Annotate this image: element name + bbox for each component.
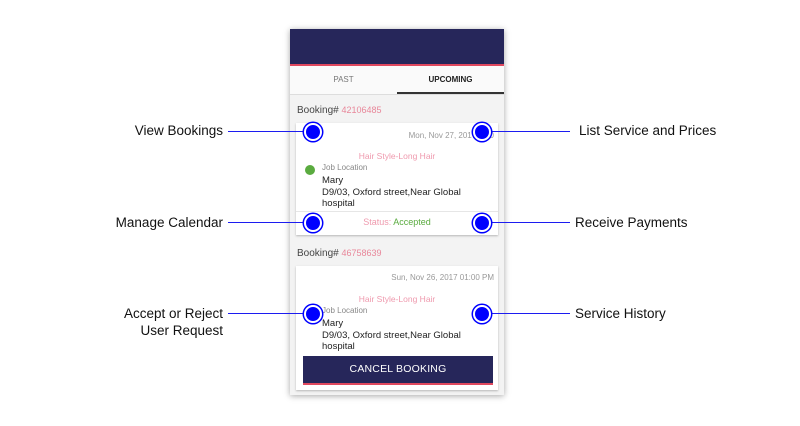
booking-status: Status: Accepted xyxy=(296,217,498,227)
tab-upcoming[interactable]: UPCOMING xyxy=(428,75,473,84)
tab-indicator xyxy=(397,92,504,94)
job-location-label: Job Location xyxy=(322,163,368,172)
manage-calendar-marker xyxy=(304,214,322,232)
feature-receive-payments: Receive Payments xyxy=(575,215,688,230)
cancel-booking-button[interactable]: CANCEL BOOKING xyxy=(303,356,493,385)
booking-card[interactable]: Mon, Nov 27, 2017 04:0 Hair Style-Long H… xyxy=(296,123,498,235)
customer-name: Mary xyxy=(322,318,344,329)
booking-label: Booking# xyxy=(297,248,339,259)
service-name: Hair Style-Long Hair xyxy=(358,294,436,304)
booking-list[interactable]: Booking# 42106485 Mon, Nov 27, 2017 04:0… xyxy=(290,95,504,395)
status-dot xyxy=(305,165,315,175)
callout-line xyxy=(228,222,313,223)
callout-line xyxy=(482,313,570,314)
feature-accept-reject: Accept or Reject User Request xyxy=(124,305,223,339)
booking-number: 46758639 xyxy=(341,248,382,258)
feature-accept-reject-line1: Accept or Reject xyxy=(123,306,223,321)
tab-past[interactable]: PAST xyxy=(333,75,354,84)
status-divider xyxy=(296,211,498,212)
customer-name: Mary xyxy=(322,175,344,186)
feature-service-history: Service History xyxy=(575,306,666,321)
service-history-marker xyxy=(473,305,491,323)
accept-reject-marker xyxy=(304,305,322,323)
booking-tabs: PAST UPCOMING xyxy=(290,66,504,95)
booking-header: Booking# 46758639 xyxy=(297,248,382,259)
feature-accept-reject-line2: User Request xyxy=(140,323,223,338)
status-label: Status: xyxy=(363,217,392,227)
service-name: Hair Style-Long Hair xyxy=(358,151,436,161)
booking-date: Sun, Nov 26, 2017 01:00 PM xyxy=(391,273,494,282)
phone-screen: PAST UPCOMING Booking# 42106485 Mon, Nov… xyxy=(290,29,504,395)
status-value: Accepted xyxy=(393,217,431,227)
booking-number: 42106485 xyxy=(341,105,382,115)
view-bookings-marker xyxy=(304,123,322,141)
callout-line xyxy=(228,131,313,132)
customer-address: D9/03, Oxford street,Near Global hospita… xyxy=(322,330,461,352)
feature-manage-calendar: Manage Calendar xyxy=(115,215,223,230)
list-services-marker xyxy=(473,123,491,141)
callout-line xyxy=(228,313,313,314)
booking-label: Booking# xyxy=(297,105,339,116)
job-location-label: Job Location xyxy=(322,306,368,315)
receive-payments-marker xyxy=(473,214,491,232)
app-bar xyxy=(290,29,504,66)
booking-date: Mon, Nov 27, 2017 04:0 xyxy=(408,131,494,140)
callout-line xyxy=(482,222,570,223)
booking-header: Booking# 42106485 xyxy=(297,105,382,116)
callout-line xyxy=(482,131,570,132)
feature-list-services: List Service and Prices xyxy=(579,123,717,138)
feature-view-bookings: View Bookings xyxy=(134,123,223,138)
customer-address: D9/03, Oxford street,Near Global hospita… xyxy=(322,187,461,209)
